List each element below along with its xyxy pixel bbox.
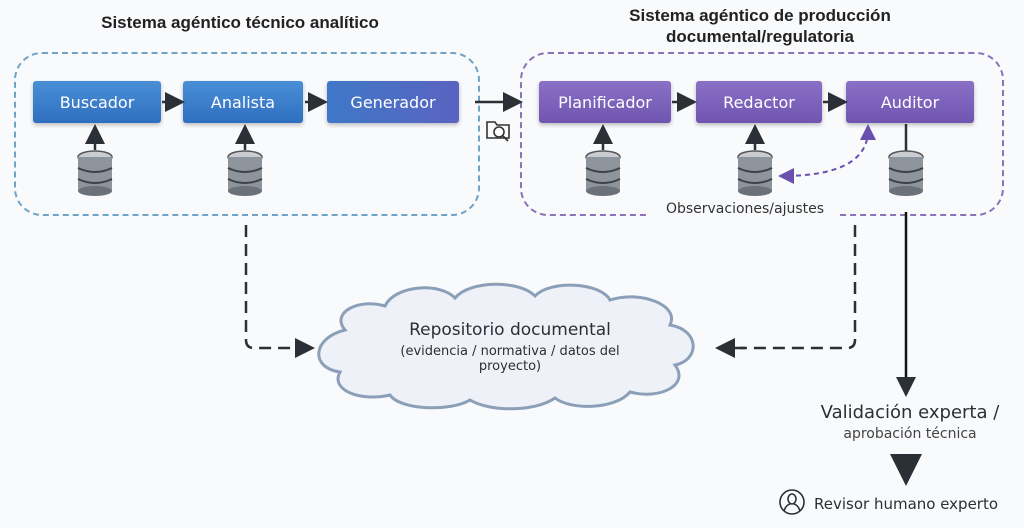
- feedback-label: Observaciones/ajustes: [650, 201, 840, 217]
- right-system-title: Sistema agéntico de producción documenta…: [560, 5, 960, 47]
- agent-auditor[interactable]: Auditor: [846, 81, 974, 123]
- agent-generador[interactable]: Generador: [327, 81, 459, 123]
- feedback-arrow: [778, 129, 869, 184]
- reviewer-label: Revisor humano experto: [814, 495, 999, 513]
- right-system-title-line2: documental/regulatoria: [666, 27, 854, 46]
- database-icon: [584, 150, 622, 196]
- agent-planificador[interactable]: Planificador: [539, 81, 671, 123]
- dashed-left-to-repo: [244, 225, 300, 350]
- repository-cloud: [317, 282, 695, 411]
- repository-subtitle-line2: proyecto): [478, 359, 542, 374]
- database-icon: [226, 150, 264, 196]
- agent-analista[interactable]: Analista: [183, 81, 303, 123]
- left-system-title: Sistema agéntico técnico analítico: [101, 13, 379, 32]
- validation-block: Validación experta / aprobación técnica: [800, 402, 1020, 442]
- agent-redactor[interactable]: Redactor: [696, 81, 822, 123]
- validation-title: Validación experta /: [820, 402, 1000, 423]
- person-icon: [778, 488, 806, 520]
- validation-subtitle: aprobación técnica: [843, 426, 977, 442]
- agent-buscador[interactable]: Buscador: [33, 81, 161, 123]
- left-system-container: [14, 52, 480, 216]
- right-system-title-line1: Sistema agéntico de producción: [629, 6, 891, 25]
- repository-subtitle-line1: (evidencia / normativa / datos del: [400, 344, 620, 359]
- repository-title: Repositorio documental: [409, 320, 611, 340]
- database-icon: [736, 150, 774, 196]
- database-icon: [887, 150, 925, 196]
- folder-search-icon: [484, 116, 514, 144]
- repository-text: Repositorio documental (evidencia / norm…: [360, 320, 660, 374]
- dashed-right-to-repo: [740, 225, 857, 350]
- reviewer: Revisor humano experto: [778, 488, 998, 520]
- database-icon: [76, 150, 114, 196]
